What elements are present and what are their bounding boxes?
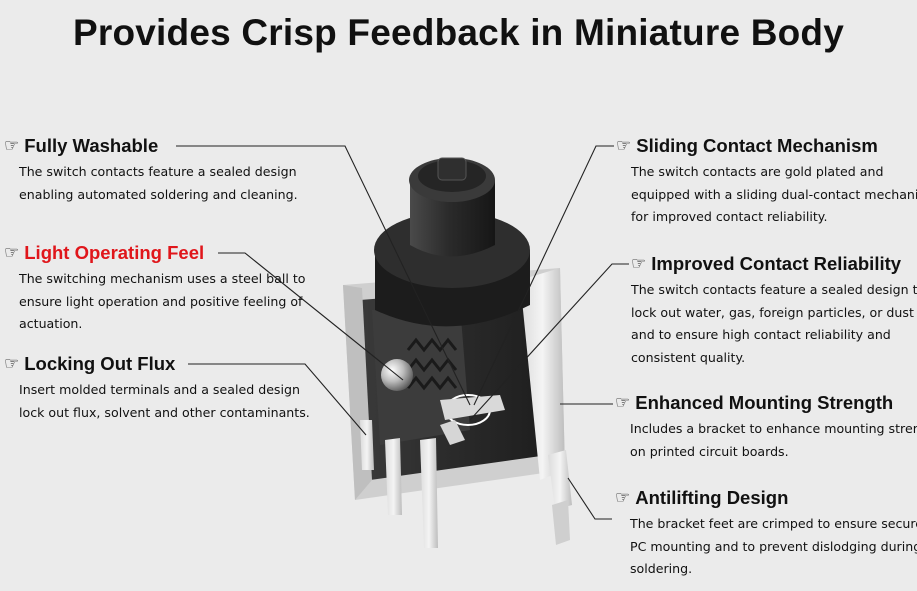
callout-sliding-contact-mechanism: ☞Sliding Contact Mechanism The switch co… xyxy=(616,135,917,229)
callout-description: Insert molded terminals and a sealed des… xyxy=(19,382,310,420)
callout-heading: Locking Out Flux xyxy=(24,353,176,374)
callout-description: The switching mechanism uses a steel bal… xyxy=(19,271,306,331)
callout-description: The switch contacts are gold plated and … xyxy=(631,164,917,224)
callout-heading: Improved Contact Reliability xyxy=(651,253,902,274)
callout-fully-washable: ☞Fully Washable The switch contacts feat… xyxy=(4,135,298,206)
callout-locking-out-flux: ☞Locking Out Flux Insert molded terminal… xyxy=(4,353,310,424)
callout-improved-contact-reliability: ☞Improved Contact Reliability The switch… xyxy=(631,253,917,369)
callout-description: Includes a bracket to enhance mounting s… xyxy=(630,421,917,459)
callout-enhanced-mounting-strength: ☞Enhanced Mounting Strength Includes a b… xyxy=(615,392,917,463)
callout-description: The switch contacts feature a sealed des… xyxy=(631,282,917,365)
pointing-hand-icon: ☞ xyxy=(615,393,631,412)
pointing-hand-icon: ☞ xyxy=(615,488,631,507)
pointing-hand-icon: ☞ xyxy=(4,243,20,262)
callout-description: The switch contacts feature a sealed des… xyxy=(19,164,298,202)
pointing-hand-icon: ☞ xyxy=(4,354,20,373)
pointing-hand-icon: ☞ xyxy=(631,254,647,273)
leader-lines xyxy=(176,145,629,520)
callout-light-operating-feel: ☞Light Operating Feel The switching mech… xyxy=(4,242,306,336)
callout-heading: Fully Washable xyxy=(24,135,159,156)
knob xyxy=(374,157,530,327)
pointing-hand-icon: ☞ xyxy=(4,136,20,155)
page-title: Provides Crisp Feedback in Miniature Bod… xyxy=(73,12,844,53)
callout-heading: Sliding Contact Mechanism xyxy=(636,135,878,156)
pointing-hand-icon: ☞ xyxy=(616,136,632,155)
callout-antilifting-design: ☞Antilifting Design The bracket feet are… xyxy=(615,487,917,581)
callout-heading: Light Operating Feel xyxy=(24,242,205,263)
sliding-contact xyxy=(440,395,505,420)
callout-heading: Antilifting Design xyxy=(635,487,789,508)
callout-description: The bracket feet are crimped to ensure s… xyxy=(630,516,917,576)
callout-heading: Enhanced Mounting Strength xyxy=(635,392,894,413)
